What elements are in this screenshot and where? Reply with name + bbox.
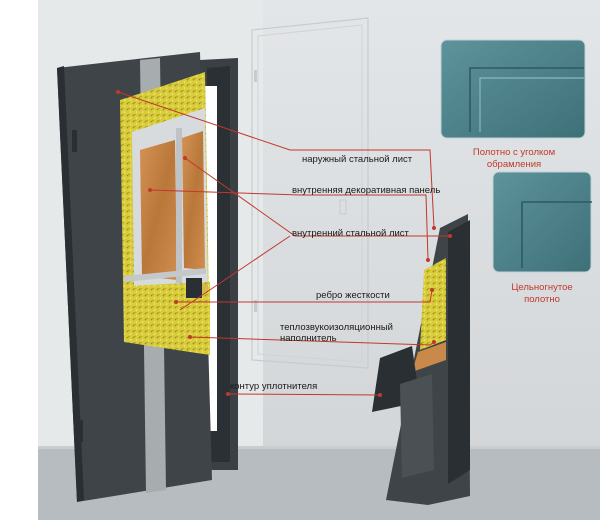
leader-inner-sheet-a [184, 157, 450, 237]
leader-decor-panel [149, 189, 429, 261]
label-decor-panel: внутренняя декоративная панель [292, 185, 440, 196]
swatch-framed-caption-line2: обрамления [487, 159, 541, 170]
label-filler-text: теплозвукоизоляционный [280, 322, 393, 333]
swatch-framed-corner: Полотно с уголком обрамления [440, 39, 586, 170]
leader-rib [176, 289, 433, 303]
lock-body [186, 278, 202, 298]
lock-bolt [202, 284, 208, 293]
decorative-panel-left [140, 140, 177, 280]
swatch-framed-caption-line1: Полотно с уголком [473, 147, 555, 158]
label-filler-text-line2: наполнитель [280, 333, 337, 344]
door-frame [200, 58, 238, 470]
label-outer-sheet: наружный стальной лист [302, 154, 413, 165]
door-leaf [57, 52, 212, 502]
leader-dots [116, 90, 452, 397]
label-seal: контур уплотнителя [230, 381, 317, 392]
swatch-bent-sheet: Цельногнутое полотно [492, 171, 592, 305]
outline-door [251, 17, 369, 369]
hinge-top [72, 130, 77, 152]
hinge-bottom [78, 420, 83, 442]
leader-seal [227, 393, 381, 396]
rib-vertical-mid [176, 128, 182, 283]
decorative-panel-right [182, 131, 205, 270]
callout-labels: наружный стальной лист внутренняя декора… [230, 154, 440, 392]
framed-corner-profile-icon [469, 67, 584, 132]
label-rib: ребро жесткости [316, 290, 390, 301]
rib-horizontal [124, 268, 206, 282]
label-inner-sheet: внутренний стальной лист [292, 228, 410, 239]
floor-line [38, 446, 600, 449]
swatch-bent-caption-line2: полотно [524, 294, 560, 305]
leader-outer-sheet [117, 91, 435, 229]
swatch-bent-caption-line1: Цельногнутое [511, 282, 572, 293]
label-filler: теплозвукоизоляционный наполнитель [280, 322, 396, 344]
door-cross-section [372, 214, 470, 505]
bent-sheet-profile-icon [521, 201, 592, 268]
